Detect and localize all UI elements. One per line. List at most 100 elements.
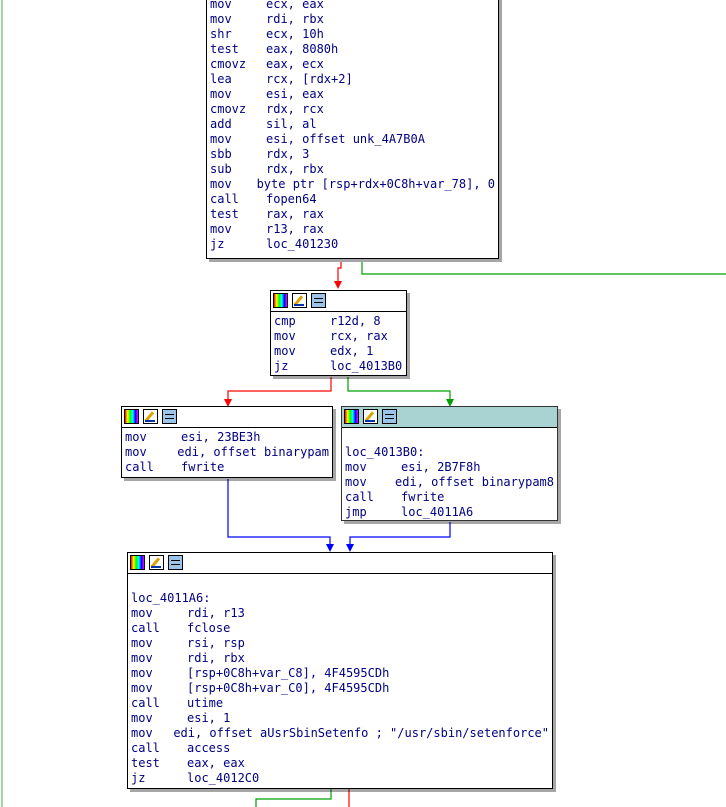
instruction-operands: eax, ecx bbox=[266, 57, 324, 71]
edit-node-icon[interactable] bbox=[363, 409, 378, 424]
edge-b2-b4 bbox=[227, 479, 331, 545]
instruction-line[interactable]: cmovz eax, ecx bbox=[210, 57, 495, 72]
edit-node-icon[interactable] bbox=[149, 555, 164, 570]
instruction-mnemonic: mov bbox=[125, 445, 147, 459]
edit-node-icon[interactable] bbox=[292, 293, 307, 308]
instruction-operands: esi, offset unk_4A7B0A bbox=[266, 132, 425, 146]
node-group-icon[interactable] bbox=[382, 409, 397, 424]
instruction-mnemonic: sub bbox=[210, 162, 232, 176]
graph-color-icon[interactable] bbox=[130, 555, 145, 570]
edge-b0-false bbox=[337, 262, 342, 282]
instruction-mnemonic: call bbox=[125, 460, 154, 474]
graph-color-icon[interactable] bbox=[344, 409, 359, 424]
instruction-mnemonic: mov bbox=[131, 636, 153, 650]
edge-b1-false bbox=[227, 377, 332, 400]
instruction-mnemonic: mov bbox=[125, 430, 147, 444]
instruction-mnemonic: mov bbox=[131, 726, 153, 740]
instruction-mnemonic: jz bbox=[274, 359, 289, 373]
instruction-mnemonic: call bbox=[131, 621, 160, 635]
instruction-operands: rsi, rsp bbox=[187, 636, 245, 650]
instruction-mnemonic: mov bbox=[210, 87, 232, 101]
blank-line bbox=[131, 576, 549, 591]
instruction-line[interactable]: sbb rdx, 3 bbox=[210, 147, 495, 162]
block-header bbox=[128, 553, 552, 574]
instruction-mnemonic: cmovz bbox=[210, 57, 247, 71]
instruction-operands: edi, offset binarypam8 bbox=[395, 475, 554, 489]
instruction-mnemonic: mov bbox=[274, 329, 296, 343]
node-group-icon[interactable] bbox=[311, 293, 326, 308]
node-group-icon[interactable] bbox=[162, 409, 177, 424]
instruction-line[interactable]: mov rsi, rsp bbox=[131, 636, 549, 651]
node-group-icon[interactable] bbox=[168, 555, 183, 570]
block-header bbox=[271, 291, 406, 312]
instruction-operands: [rsp+0C8h+var_C0], 4F4595CDh bbox=[187, 681, 390, 695]
instruction-line[interactable]: mov esi, 23BE3h bbox=[125, 430, 329, 445]
instruction-mnemonic: sbb bbox=[210, 147, 232, 161]
instruction-mnemonic: mov bbox=[210, 222, 232, 236]
instruction-operands: eax, 8080h bbox=[266, 42, 339, 56]
graph-color-icon[interactable] bbox=[273, 293, 288, 308]
code-label[interactable]: loc_4013B0: bbox=[345, 445, 425, 459]
instruction-mnemonic: add bbox=[210, 117, 232, 131]
instruction-operands: esi, 1 bbox=[187, 711, 231, 725]
instruction-mnemonic: call bbox=[131, 741, 160, 755]
edit-node-icon[interactable] bbox=[143, 409, 158, 424]
code-label[interactable]: loc_4011A6: bbox=[131, 591, 211, 605]
instruction-operands: loc_4012C0 bbox=[187, 771, 260, 785]
instruction-mnemonic: mov bbox=[274, 344, 296, 358]
instruction-mnemonic: mov bbox=[210, 12, 232, 26]
arrow-b1-b2 bbox=[224, 399, 232, 407]
instruction-operands: rdx, 3 bbox=[266, 147, 310, 161]
instruction-operands: esi, 23BE3h bbox=[181, 430, 261, 444]
instruction-operands: fwrite bbox=[401, 490, 445, 504]
instruction-mnemonic: mov bbox=[131, 681, 153, 695]
block-header-active bbox=[342, 407, 557, 428]
arrow-b3-b4 bbox=[346, 544, 354, 552]
graph-color-icon[interactable] bbox=[124, 409, 139, 424]
instruction-operands: fopen64 bbox=[266, 192, 317, 206]
instruction-line[interactable]: mov [rsp+0C8h+var_C0], 4F4595CDh bbox=[131, 681, 549, 696]
instruction-line[interactable]: mov[rsp+0C8h+var_C8], 4F4595CDh bbox=[131, 666, 549, 681]
